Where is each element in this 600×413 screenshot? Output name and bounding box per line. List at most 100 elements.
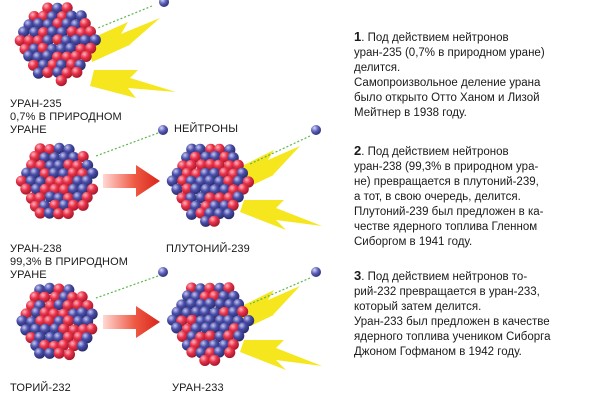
neutron-sphere xyxy=(25,175,37,187)
neutron-sphere xyxy=(23,50,35,62)
neutron-sphere xyxy=(79,34,91,46)
neutron-sphere xyxy=(190,183,202,195)
proton-sphere xyxy=(44,144,56,156)
proton-sphere xyxy=(42,66,54,78)
neutron-sphere xyxy=(44,331,57,344)
neutron-sphere xyxy=(73,315,85,327)
proton-sphere xyxy=(77,151,89,163)
proton-sphere xyxy=(14,35,26,47)
proton-sphere xyxy=(53,347,65,359)
proton-sphere xyxy=(189,151,201,163)
neutron-sphere xyxy=(82,159,94,171)
neutron-sphere xyxy=(16,315,28,327)
label-th232: ТОРИЙ-232 xyxy=(10,382,71,394)
neutron-sphere xyxy=(48,167,60,179)
proton-sphere xyxy=(80,50,92,63)
proton-sphere xyxy=(224,346,236,359)
label-neutrons: НЕЙТРОНЫ xyxy=(174,123,239,135)
proton-sphere xyxy=(61,2,73,14)
neutron-sphere xyxy=(204,175,216,187)
paragraph-2: 2. Под действием нейтронов уран-238 (99,… xyxy=(354,143,544,248)
neutron-sphere xyxy=(199,306,211,318)
neutron-sphere xyxy=(65,42,77,54)
nucleus-pu239 xyxy=(166,143,254,227)
proton-sphere xyxy=(199,354,211,366)
label-u233: УРАН-233 xyxy=(172,382,224,394)
proton-sphere xyxy=(68,340,80,352)
neutron-sphere xyxy=(49,323,61,335)
neutron-sphere xyxy=(28,26,41,38)
neutron-sphere xyxy=(171,183,183,195)
neutron-sphere xyxy=(190,306,202,318)
proton-sphere xyxy=(204,330,216,342)
neutron-sphere xyxy=(47,26,59,38)
label-u238: УРАН-238 99,3% В ПРИРОДНОМ УРАНЕ xyxy=(10,243,129,281)
proton-sphere xyxy=(35,315,47,327)
proton-sphere xyxy=(42,2,54,14)
neutron-ball xyxy=(158,267,168,277)
proton-sphere xyxy=(29,291,41,303)
proton-sphere xyxy=(39,168,51,180)
proton-sphere xyxy=(181,199,193,211)
nucleus-u235 xyxy=(14,2,101,87)
proton-sphere xyxy=(55,75,67,87)
proton-sphere xyxy=(227,199,239,211)
neutron-sphere xyxy=(214,298,226,310)
paragraph-3: 3. Под действием нейтронов то- рий-232 п… xyxy=(354,268,551,358)
neutron-sphere xyxy=(213,346,225,358)
neutron-sphere xyxy=(171,322,183,334)
neutron-sphere xyxy=(89,34,101,46)
neutron-ball xyxy=(159,0,169,7)
proton-sphere xyxy=(29,150,41,163)
neutron-sphere xyxy=(44,282,56,294)
neutron-sphere xyxy=(34,347,46,359)
lightning-bolt-pu239-lower xyxy=(240,200,322,230)
neutron-sphere xyxy=(30,183,42,195)
proton-sphere xyxy=(79,18,91,30)
proton-sphere xyxy=(218,167,231,179)
neutron-sphere xyxy=(70,34,82,46)
proton-sphere xyxy=(186,346,198,358)
proton-sphere xyxy=(213,159,225,171)
proton-sphere xyxy=(52,17,64,30)
proton-sphere xyxy=(62,175,74,187)
neutron-sphere xyxy=(53,142,65,154)
neutron-sphere xyxy=(228,306,240,318)
proton-sphere xyxy=(195,207,207,219)
transform-arrow-u238-pu239 xyxy=(103,165,160,197)
proton-sphere xyxy=(52,34,64,46)
paragraph-1: 1. Под действием нейтронов уран-235 (0,7… xyxy=(354,29,545,119)
proton-sphere xyxy=(71,66,83,78)
neutron-path-u233 xyxy=(249,277,311,305)
proton-sphere xyxy=(176,330,189,342)
proton-sphere xyxy=(58,184,70,196)
neutron-sphere xyxy=(233,330,245,342)
proton-sphere xyxy=(39,291,51,303)
nucleus-u233 xyxy=(167,282,255,366)
neutron-path-u235 xyxy=(97,5,153,29)
proton-sphere xyxy=(20,183,32,195)
proton-sphere xyxy=(223,175,235,187)
neutron-sphere xyxy=(237,322,249,334)
neutron-sphere xyxy=(185,298,197,310)
proton-sphere xyxy=(85,42,97,54)
proton-sphere xyxy=(66,26,78,38)
neutron-sphere xyxy=(32,67,45,79)
proton-sphere xyxy=(63,348,75,361)
proton-sphere xyxy=(223,282,235,294)
proton-sphere xyxy=(204,158,217,171)
proton-sphere xyxy=(223,330,235,342)
proton-sphere xyxy=(181,183,193,195)
proton-sphere xyxy=(53,208,65,220)
proton-sphere xyxy=(73,331,85,343)
neutron-sphere xyxy=(76,307,88,319)
lightning-bolt-pu239-upper xyxy=(238,146,300,190)
neutron-sphere xyxy=(195,192,207,204)
neutron-sphere xyxy=(41,50,54,62)
neutron-sphere xyxy=(223,208,235,220)
proton-sphere xyxy=(209,354,221,366)
neutron-path-pu239 xyxy=(249,135,311,165)
lightning-bolt-u233-lower xyxy=(240,340,322,370)
neutron-sphere xyxy=(18,26,30,38)
